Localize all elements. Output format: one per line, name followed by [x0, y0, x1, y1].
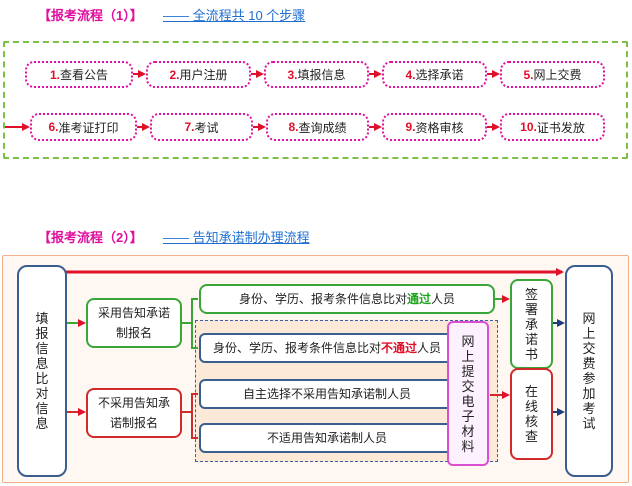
- step-10-label: 证书发放: [536, 120, 585, 135]
- step-10-num: 10.: [520, 120, 537, 134]
- section1-subtitle-link[interactable]: —— 全流程共 10 个步骤: [163, 8, 306, 23]
- row-pass-box: 身份、学历、报考条件信息比对通过人员: [199, 284, 495, 314]
- step-4: 4.选择承诺: [382, 61, 487, 88]
- row-self-choose-box: 自主选择不采用告知承诺制人员: [199, 379, 455, 409]
- adopt-commitment-box: 采用告知承诺制报名: [86, 298, 182, 348]
- step-5-label: 网上交费: [533, 68, 582, 82]
- row-pass-highlight: 通过: [406, 292, 431, 306]
- step-1-num: 1.: [49, 67, 60, 82]
- step-3-label: 填报信息: [297, 68, 346, 82]
- branch-not-adopt-top: [181, 393, 198, 413]
- step-1-label: 查看公告: [60, 68, 109, 82]
- row-fail-prefix: 身份、学历、报考条件信息比对: [212, 341, 381, 355]
- not-adopt-commitment-box: 不采用告知承诺制报名: [86, 388, 182, 438]
- sign-commitment-label: 签署承诺书: [524, 286, 538, 362]
- branch-adopt-top: [181, 298, 198, 324]
- row-pass-prefix: 身份、学历、报考条件信息比对: [238, 292, 407, 306]
- adopt-commitment-label: 采用告知承诺制报名: [98, 306, 171, 340]
- step-1: 1.查看公告: [25, 61, 133, 88]
- sign-commitment-box: 签署承诺书: [510, 279, 553, 369]
- row-not-applicable-box: 不适用告知承诺制人员: [199, 423, 455, 453]
- step-10: 10.证书发放: [500, 113, 605, 141]
- step-7-num: 7.: [184, 120, 195, 134]
- not-adopt-commitment-label: 不采用告知承诺制报名: [98, 396, 171, 430]
- step-8-num: 8.: [288, 120, 299, 134]
- step-3: 3.填报信息: [264, 61, 369, 88]
- row-fail-highlight: 不通过: [380, 341, 417, 355]
- section2-subtitle-link[interactable]: —— 告知承诺制办理流程: [163, 230, 310, 245]
- flow-steps-panel: [3, 41, 628, 159]
- submit-materials-box: 网上提交电子材料: [447, 321, 489, 466]
- step-7-label: 考试: [194, 120, 219, 135]
- step-5: 5.网上交费: [500, 61, 605, 88]
- step-8: 8.查询成绩: [266, 113, 369, 141]
- fill-info-label: 填报信息 比对信息: [35, 311, 49, 431]
- row-fail-box: 身份、学历、报考条件信息比对不通过人员: [199, 333, 455, 363]
- step-5-num: 5.: [523, 67, 534, 82]
- fill-info-box: 填报信息 比对信息: [17, 265, 67, 477]
- step-9-label: 资格审核: [415, 120, 464, 135]
- row-pass-suffix: 人员: [431, 292, 456, 306]
- step-6-label: 准考证打印: [58, 120, 119, 135]
- step-2: 2.用户注册: [146, 61, 251, 88]
- pay-and-exam-label: 网上交费 参加考试: [582, 311, 596, 431]
- step-2-num: 2.: [169, 67, 180, 82]
- step-9-num: 9.: [405, 120, 416, 134]
- step-8-label: 查询成绩: [298, 120, 347, 135]
- online-verify-label: 在线核查: [524, 384, 538, 444]
- row-not-applicable-label: 不适用告知承诺制人员: [266, 431, 387, 445]
- step-4-num: 4.: [405, 67, 416, 82]
- step-7: 7.考试: [150, 113, 253, 141]
- branch-not-adopt-bottom: [191, 412, 198, 439]
- step-9: 9.资格审核: [382, 113, 487, 141]
- branch-adopt-bottom: [191, 323, 198, 349]
- section1-title: 【报考流程（1）】: [38, 8, 143, 23]
- row-fail-suffix: 人员: [417, 341, 442, 355]
- section2-title: 【报考流程（2）】: [38, 230, 143, 245]
- step-3-num: 3.: [287, 67, 298, 82]
- step-2-label: 用户注册: [179, 68, 228, 82]
- pay-and-exam-box: 网上交费 参加考试: [565, 265, 613, 477]
- step-6-num: 6.: [48, 120, 59, 134]
- submit-materials-label: 网上提交电子材料: [461, 333, 475, 454]
- step-4-label: 选择承诺: [415, 68, 464, 82]
- online-verify-box: 在线核查: [510, 368, 553, 460]
- step-6: 6.准考证打印: [30, 113, 137, 141]
- row-self-choose-label: 自主选择不采用告知承诺制人员: [242, 387, 411, 401]
